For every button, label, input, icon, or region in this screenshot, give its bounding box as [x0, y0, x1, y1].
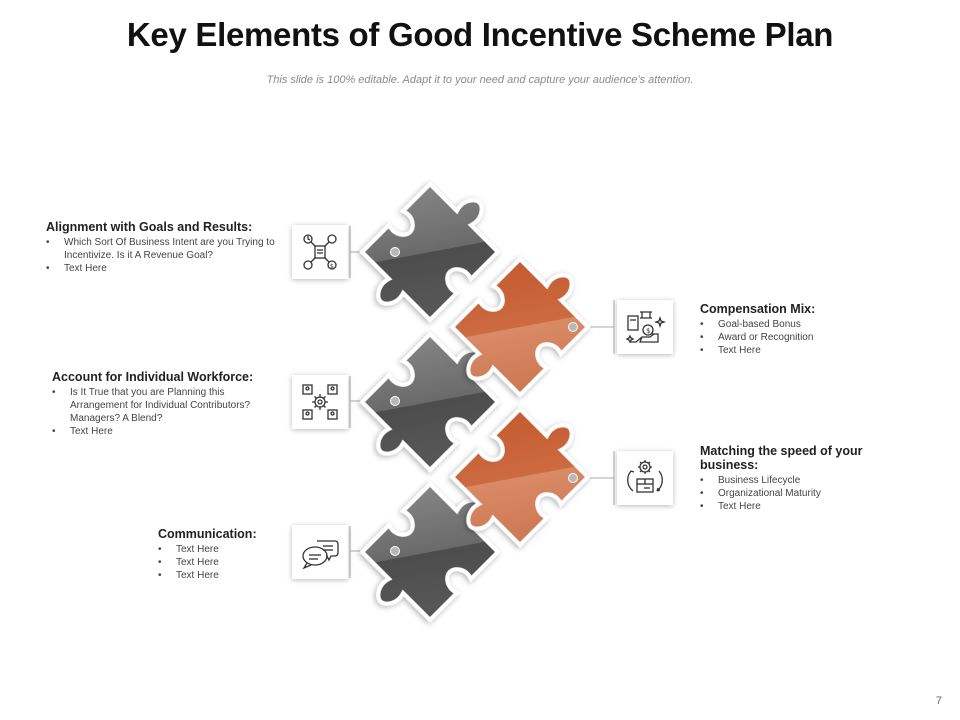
- list-item: Text Here: [46, 262, 286, 275]
- list-item: Text Here: [52, 425, 277, 438]
- chat-bubbles-icon-box: [292, 525, 348, 579]
- gear-cycle-box-icon-box: [617, 451, 673, 505]
- list-item: Which Sort Of Business Intent are you Tr…: [46, 236, 286, 262]
- list-item: Is It True that you are Planning this Ar…: [52, 386, 277, 425]
- compensation-bullets: Goal-based Bonus Award or Recognition Te…: [700, 318, 920, 357]
- money-hand-icon-box: $: [617, 300, 673, 354]
- compensation-heading: Compensation Mix:: [700, 302, 920, 316]
- alignment-text-block: Alignment with Goals and Results: Which …: [46, 220, 286, 275]
- svg-text:$: $: [330, 263, 334, 270]
- communication-text-block: Communication: Text Here Text Here Text …: [158, 527, 288, 582]
- workforce-text-block: Account for Individual Workforce: Is It …: [52, 370, 277, 438]
- gear-cycle-box-icon: [624, 457, 666, 499]
- page-number: 7: [936, 695, 942, 707]
- chat-bubbles-icon: [299, 531, 341, 573]
- goals-flowchart-icon: $: [299, 231, 341, 273]
- alignment-bullets: Which Sort Of Business Intent are you Tr…: [46, 236, 286, 275]
- workforce-heading: Account for Individual Workforce:: [52, 370, 277, 384]
- list-item: Award or Recognition: [700, 331, 920, 344]
- compensation-text-block: Compensation Mix: Goal-based Bonus Award…: [700, 302, 920, 357]
- list-item: Text Here: [700, 500, 900, 513]
- workforce-bullets: Is It True that you are Planning this Ar…: [52, 386, 277, 438]
- alignment-heading: Alignment with Goals and Results:: [46, 220, 286, 234]
- speed-heading: Matching the speed of your business:: [700, 444, 900, 472]
- team-gear-icon: [299, 381, 341, 423]
- list-item: Organizational Maturity: [700, 487, 900, 500]
- list-item: Goal-based Bonus: [700, 318, 920, 331]
- money-hand-icon: $: [624, 306, 666, 348]
- list-item: Business Lifecycle: [700, 474, 900, 487]
- list-item: Text Here: [158, 556, 288, 569]
- list-item: Text Here: [700, 344, 920, 357]
- svg-text:$: $: [646, 327, 650, 335]
- speed-bullets: Business Lifecycle Organizational Maturi…: [700, 474, 900, 513]
- goals-flowchart-icon-box: $: [292, 225, 348, 279]
- list-item: Text Here: [158, 543, 288, 556]
- communication-heading: Communication:: [158, 527, 288, 541]
- communication-bullets: Text Here Text Here Text Here: [158, 543, 288, 582]
- list-item: Text Here: [158, 569, 288, 582]
- team-gear-icon-box: [292, 375, 348, 429]
- speed-text-block: Matching the speed of your business: Bus…: [700, 444, 900, 513]
